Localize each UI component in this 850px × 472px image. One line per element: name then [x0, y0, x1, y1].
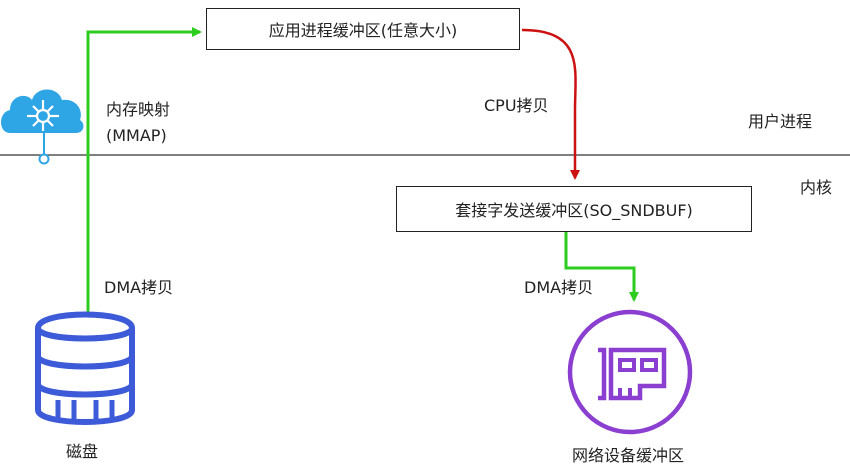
dma-mmap-arrow	[86, 27, 202, 312]
kernel-label: 内核	[800, 178, 833, 197]
nic-buffer-label: 网络设备缓冲区	[572, 446, 685, 465]
app-buffer-box: 应用进程缓冲区(任意大小)	[206, 8, 520, 50]
disk-label: 磁盘	[66, 442, 99, 461]
network-card-icon	[567, 309, 693, 435]
database-icon	[35, 311, 135, 425]
mmap-label-line1: 内存映射	[106, 100, 171, 119]
cpu-copy-arrow	[521, 28, 580, 180]
app-buffer-label: 应用进程缓冲区(任意大小)	[268, 21, 458, 40]
dma-nic-arrow	[564, 232, 639, 302]
cpu-copy-label: CPU拷贝	[484, 96, 549, 115]
cloud-network-icon	[1, 89, 84, 165]
socket-buffer-label: 套接字发送缓冲区(SO_SNDBUF)	[455, 201, 693, 220]
mmap-label-line2: (MMAP)	[106, 126, 167, 145]
socket-buffer-box: 套接字发送缓冲区(SO_SNDBUF)	[396, 186, 752, 232]
dma-copy-right-label: DMA拷贝	[524, 278, 594, 297]
user-process-label: 用户进程	[748, 112, 813, 131]
dma-copy-left-label: DMA拷贝	[104, 278, 174, 297]
